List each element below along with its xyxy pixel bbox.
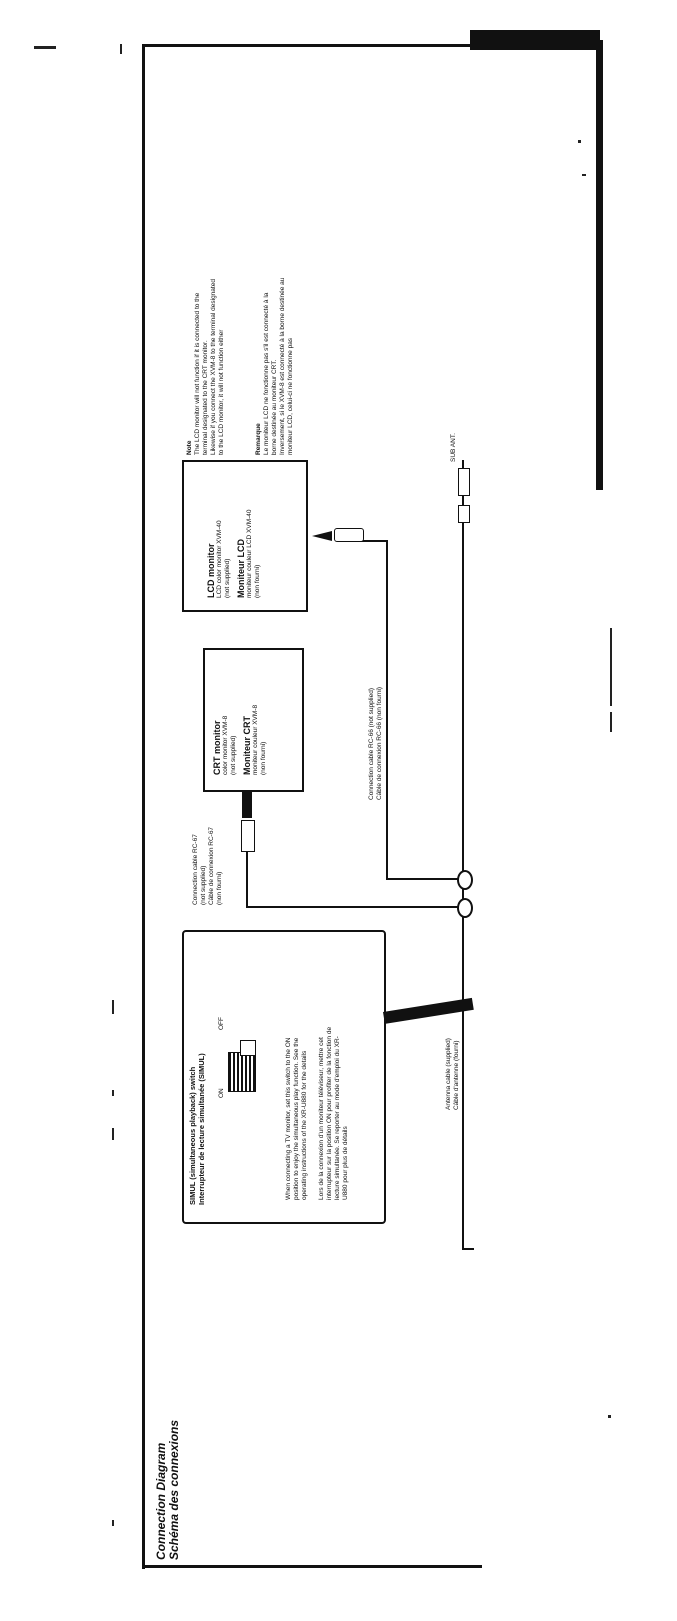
note-heading-fr: Remarque bbox=[255, 423, 262, 455]
antenna-cable-main bbox=[462, 460, 464, 1250]
simul-heading-fr: Interrupteur de lecture simultanée (SIMU… bbox=[197, 1053, 206, 1205]
lcd-monitor-box bbox=[182, 460, 308, 612]
lcd-title-fr: Moniteur LCD bbox=[236, 539, 246, 598]
frame-top-border bbox=[142, 44, 602, 47]
rc66-arrow-icon bbox=[312, 531, 332, 541]
sub-ant-label: SUB ANT. bbox=[450, 433, 457, 462]
rc66-crossing-hop bbox=[457, 870, 473, 890]
rc66-cable-horizontal bbox=[386, 878, 460, 880]
crt-title-fr: Moniteur CRT bbox=[242, 716, 252, 775]
sub-ant-connector-icon bbox=[458, 468, 470, 496]
switch-on-label: ON bbox=[218, 1088, 225, 1098]
title-fr: Schéma des connexions bbox=[167, 1419, 181, 1560]
frame-bottom-border bbox=[142, 1565, 482, 1568]
simul-switch-icon bbox=[228, 1052, 256, 1092]
crt-title-en: CRT monitor bbox=[212, 720, 222, 776]
rc66-cable-vertical bbox=[386, 540, 388, 880]
crt-monitor-box bbox=[203, 648, 304, 792]
note-fr: Remarque Le moniteur LCD ne fonctionne p… bbox=[255, 195, 295, 455]
rc67-crossing-hop bbox=[457, 898, 473, 918]
rc66-cable-label: Connection cable RC-66 (not supplied) Câ… bbox=[368, 686, 383, 800]
rc67-arrow-icon bbox=[242, 792, 252, 818]
crt-monitor-label: CRT monitor color monitor XVM-8 (not sup… bbox=[212, 645, 268, 775]
frame-left-border bbox=[142, 44, 145, 1569]
simul-switch-box bbox=[182, 930, 386, 1224]
frame-top-corner-mark bbox=[470, 30, 600, 50]
frame-right-border bbox=[596, 40, 603, 490]
antenna-cable-end bbox=[462, 1248, 474, 1250]
simul-switch-knob bbox=[240, 1040, 256, 1056]
simul-heading-en: SIMUL (simultaneous playback) switch bbox=[188, 1066, 197, 1205]
simul-text-fr: Lors de la connexion d'un moniteur télév… bbox=[318, 1026, 349, 1200]
rc67-cable-label: Connection cable RC-67 (not supplied) Câ… bbox=[192, 826, 223, 905]
rc66-cable-top bbox=[360, 540, 388, 542]
note-en: Note The LCD monitor will not function i… bbox=[186, 195, 226, 455]
rc67-cable-vertical bbox=[246, 850, 248, 908]
note-heading-en: Note bbox=[186, 440, 193, 455]
diagram-title: Connection Diagram Schéma des connexions bbox=[154, 1340, 181, 1560]
lcd-title-en: LCD monitor bbox=[206, 543, 216, 599]
lcd-monitor-label: LCD monitor LCD color monitor XVM-40 (no… bbox=[206, 458, 262, 598]
simul-switch-heading: SIMUL (simultaneous playback) switch Int… bbox=[188, 935, 206, 1205]
rc66-plug-icon bbox=[334, 528, 364, 542]
simul-text-en: When connecting a TV monitor, set this s… bbox=[285, 1037, 308, 1200]
antenna-cable-label: Antenna cable (supplied) Câble d'antenne… bbox=[445, 1038, 460, 1110]
switch-off-label: OFF bbox=[218, 1017, 225, 1030]
sub-ant-plug-icon bbox=[458, 505, 470, 523]
rc67-plug-icon bbox=[241, 820, 255, 852]
rc67-cable-horizontal bbox=[246, 906, 460, 908]
